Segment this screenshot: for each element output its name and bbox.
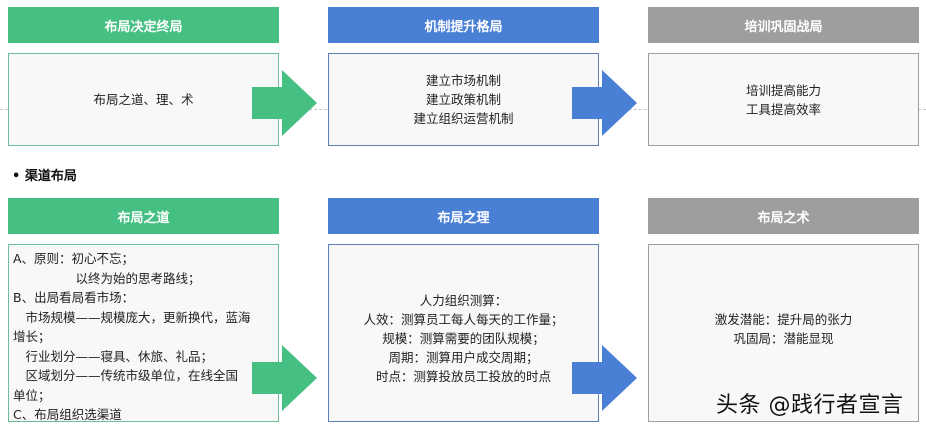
- arrow-right-icon: [572, 345, 637, 411]
- stage-line: 市场规模——规模庞大，更新换代，蓝海: [13, 309, 251, 325]
- stage-line: B、出局看局看市场：: [13, 290, 135, 305]
- stage-header-4: 布局之道: [8, 198, 279, 234]
- stage-line: 行业划分——寝具、休旅、礼品；: [13, 348, 214, 364]
- stage-line: 以终为始的思考路线；: [13, 270, 201, 286]
- stage-line: 激发潜能：提升局的张力: [714, 312, 853, 327]
- stage-header-3: 培训巩固战局: [648, 7, 919, 43]
- stage-line: 人力组织测算：: [419, 292, 508, 308]
- stage-body-3: 培训提高能力 工具提高效率: [648, 53, 919, 146]
- stage-title: 机制提升格局: [424, 19, 503, 35]
- stage-body-5: 人力组织测算： 人效：测算员工每人每天的工作量； 规模：测算需要的团队规模； 周…: [328, 244, 599, 422]
- stage-title: 布局之道: [117, 210, 170, 226]
- stage-body-1: 布局之道、理、术: [8, 53, 279, 146]
- stage-line: 建立政策机制: [425, 92, 501, 107]
- stage-body-2: 建立市场机制 建立政策机制 建立组织运营机制: [328, 53, 599, 146]
- stage-body-6: 激发潜能：提升局的张力 巩固局：潜能显现: [648, 244, 919, 422]
- stage-line: 布局之道、理、术: [93, 92, 194, 107]
- section-title: • 渠道布局: [12, 169, 77, 184]
- stage-line: 单位；: [13, 387, 51, 403]
- stage-header-6: 布局之术: [648, 198, 919, 234]
- arrow-right-icon: [252, 345, 317, 411]
- stage-line: 工具提高效率: [745, 101, 821, 117]
- stage-line: 区域划分——传统市级单位，在线全国: [13, 368, 239, 383]
- stage-line: 增长；: [13, 329, 51, 344]
- stage-line: 巩固局：潜能显现: [733, 331, 834, 346]
- stage-line: 培训提高能力: [745, 82, 821, 98]
- stage-header-5: 布局之理: [328, 198, 599, 234]
- stage-line: 建立组织运营机制: [413, 111, 514, 126]
- stage-title: 布局之术: [757, 210, 810, 226]
- stage-line: 建立市场机制: [425, 73, 501, 88]
- stage-line: 规模：测算需要的团队规模；: [382, 330, 545, 346]
- watermark: 头条 @践行者宣言: [716, 393, 904, 418]
- stage-line: C、布局组织选渠道: [13, 407, 122, 422]
- stage-title: 布局之理: [437, 210, 490, 226]
- arrow-right-icon: [252, 70, 317, 136]
- stage-line: 时点：测算投放员工投放的时点: [375, 368, 551, 384]
- stage-line: A、原则：初心不忘；: [13, 251, 135, 266]
- stage-body-4: A、原则：初心不忘； 以终为始的思考路线； B、出局看局看市场： 市场规模——规…: [8, 244, 279, 422]
- stage-title: 培训巩固战局: [744, 19, 823, 35]
- arrow-right-icon: [572, 70, 637, 136]
- stage-line: 周期：测算用户成交周期；: [388, 349, 539, 365]
- stage-title: 布局决定终局: [104, 19, 183, 35]
- stage-header-2: 机制提升格局: [328, 7, 599, 43]
- stage-header-1: 布局决定终局: [8, 7, 279, 43]
- stage-line: 人效：测算员工每人每天的工作量；: [363, 311, 564, 327]
